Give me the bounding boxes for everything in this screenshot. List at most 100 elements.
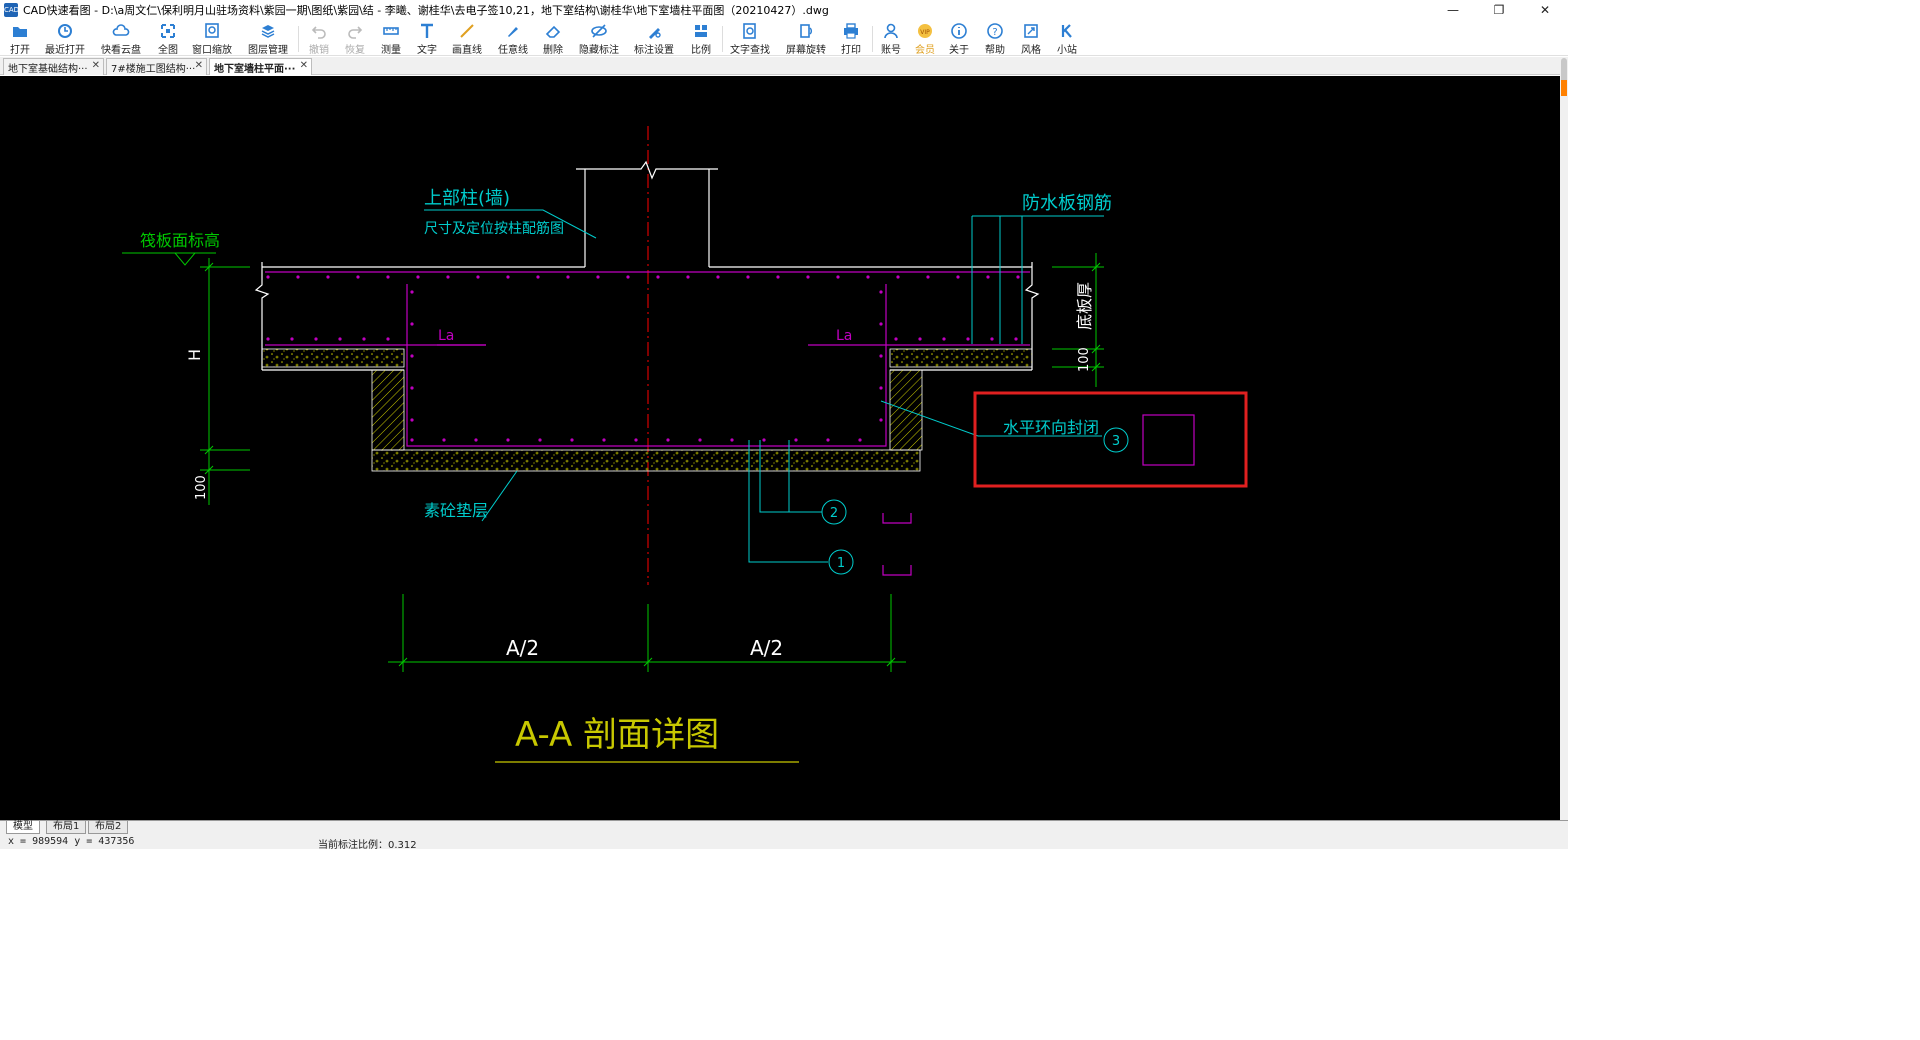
label-upper-column-note: 尺寸及定位按柱配筋图	[424, 220, 564, 237]
freehand-icon	[508, 27, 518, 37]
draw-line-button[interactable]: 画直线	[450, 20, 484, 56]
station-button[interactable]: 小站	[1054, 20, 1080, 56]
label-concrete-cushion: 素砼垫层	[424, 501, 488, 520]
layer-manage-button[interactable]: 图层管理	[246, 20, 290, 56]
undo-button[interactable]: 撤销	[306, 20, 332, 56]
layout-tab-model[interactable]: 模型	[6, 821, 40, 834]
label-h: H	[185, 349, 204, 361]
callout-3: 3	[1103, 427, 1129, 453]
rotate-screen-icon	[800, 24, 812, 38]
dimension-lines	[122, 252, 1104, 672]
fit-all-button[interactable]: 全图	[154, 20, 182, 56]
freehand-button[interactable]: 任意线	[496, 20, 530, 56]
label-waterproof-rebar: 防水板钢筋	[1022, 193, 1112, 214]
svg-text:3: 3	[1112, 434, 1120, 449]
rebar-dot	[290, 337, 294, 341]
recent-open-button[interactable]: 最近打开	[42, 20, 88, 56]
rebar-dot	[266, 275, 270, 279]
annotation-leaders	[424, 209, 1102, 563]
zoom-window-button[interactable]: 窗口缩放	[190, 20, 234, 56]
label-100-right: 100	[1077, 347, 1092, 372]
rebar-dot	[926, 275, 930, 279]
rebar-dot	[656, 275, 660, 279]
rebar-dot	[386, 337, 390, 341]
raft-slab	[254, 262, 1040, 371]
concrete-cushion-bottom	[371, 449, 921, 472]
text-icon	[421, 23, 433, 38]
document-tab-bar: 地下室基础结构··· ✕ 7#楼施工图结构··· ✕ 地下室墙柱平面··· ✕	[0, 57, 1568, 75]
text-button[interactable]: 文字	[414, 20, 440, 56]
vertical-scrollbar[interactable]	[1560, 58, 1568, 820]
tab-close-icon[interactable]: ✕	[194, 60, 203, 71]
redo-icon	[348, 26, 363, 39]
delete-button[interactable]: 删除	[540, 20, 566, 56]
rebar-dot	[746, 275, 750, 279]
rebar-dot	[338, 337, 342, 341]
recent-icon	[58, 24, 72, 38]
text-search-icon	[743, 23, 756, 39]
label-raft-top: 筏板面标高	[140, 231, 220, 250]
tab-document-2[interactable]: 7#楼施工图结构··· ✕	[106, 58, 207, 75]
minimize-button[interactable]: —	[1447, 3, 1459, 17]
layout-tab-1[interactable]: 布局1	[46, 821, 87, 834]
status-bar: x = 989594 y = 437356 当前标注比例：0.312	[0, 834, 1568, 851]
measure-button[interactable]: 测量	[378, 20, 404, 56]
rebar-dot	[410, 418, 414, 422]
upper-column	[576, 160, 718, 267]
measure-icon	[383, 27, 399, 35]
open-button[interactable]: 打开	[6, 20, 34, 56]
main-toolbar: 打开 最近打开 快看云盘 全图 窗口缩放 图层管理 撤销 恢复 测量 文字 画直…	[0, 20, 1568, 56]
layer-manage-label: 图层管理	[248, 45, 288, 56]
account-button[interactable]: 账号	[878, 20, 904, 56]
redo-button[interactable]: 恢复	[342, 20, 368, 56]
toolbar-separator	[872, 26, 873, 52]
rebar-dot	[476, 275, 480, 279]
rebar-dot	[686, 275, 690, 279]
rotate-screen-button[interactable]: 屏幕旋转	[784, 20, 828, 56]
drawing-canvas[interactable]: 1 2 3 上部柱(墙) 尺寸及定位按柱配筋图 筏板面标高 防水板钢筋 底板厚 …	[0, 76, 1560, 820]
tab-document-3-active[interactable]: 地下室墙柱平面··· ✕	[209, 58, 312, 75]
app-logo-icon: CAD	[4, 3, 19, 17]
cloud-disk-button[interactable]: 快看云盘	[98, 20, 144, 56]
print-button[interactable]: 打印	[838, 20, 864, 56]
layout-tab-2[interactable]: 布局2	[88, 821, 129, 834]
account-label: 账号	[881, 45, 901, 56]
toolbar-separator	[722, 26, 723, 52]
help-button[interactable]: ? 帮助	[982, 20, 1008, 56]
close-button[interactable]: ✕	[1539, 3, 1551, 17]
annotation-settings-button[interactable]: 标注设置	[632, 20, 676, 56]
tab-document-1[interactable]: 地下室基础结构··· ✕	[3, 58, 104, 75]
fit-all-label: 全图	[158, 45, 178, 56]
side-hatch-left	[371, 369, 405, 451]
scroll-position-marker	[1561, 80, 1567, 96]
cad-drawing: 1 2 3 上部柱(墙) 尺寸及定位按柱配筋图 筏板面标高 防水板钢筋 底板厚 …	[122, 126, 1248, 763]
rebar-dots	[266, 275, 1020, 442]
text-search-button[interactable]: 文字查找	[728, 20, 772, 56]
style-label: 风格	[1021, 45, 1041, 56]
rebar-dot	[362, 337, 366, 341]
scrollbar-thumb[interactable]	[1561, 58, 1567, 96]
tab-close-icon[interactable]: ✕	[299, 60, 308, 71]
hide-annotation-button[interactable]: 隐藏标注	[578, 20, 620, 56]
info-icon	[951, 23, 967, 39]
rebar-dot	[716, 275, 720, 279]
rebar-dot	[446, 275, 450, 279]
label-la-right: La	[836, 328, 852, 344]
tab-label: 地下室基础结构···	[8, 63, 88, 75]
restore-button[interactable]: ❐	[1493, 3, 1505, 17]
rebar-dot	[990, 337, 994, 341]
print-label: 打印	[841, 45, 861, 56]
rebar-dot	[894, 337, 898, 341]
rebar-dot	[698, 438, 702, 442]
rebar-dot	[762, 438, 766, 442]
rebar-dot	[879, 290, 883, 294]
style-button[interactable]: 风格	[1018, 20, 1044, 56]
vip-button[interactable]: VIP 会员	[912, 20, 938, 56]
station-label: 小站	[1057, 45, 1077, 56]
rebar-dot	[879, 322, 883, 326]
scale-button[interactable]: 比例	[688, 20, 714, 56]
about-button[interactable]: 关于	[946, 20, 972, 56]
rebar-dot	[634, 438, 638, 442]
tab-close-icon[interactable]: ✕	[91, 60, 100, 71]
layers-icon	[261, 25, 275, 38]
